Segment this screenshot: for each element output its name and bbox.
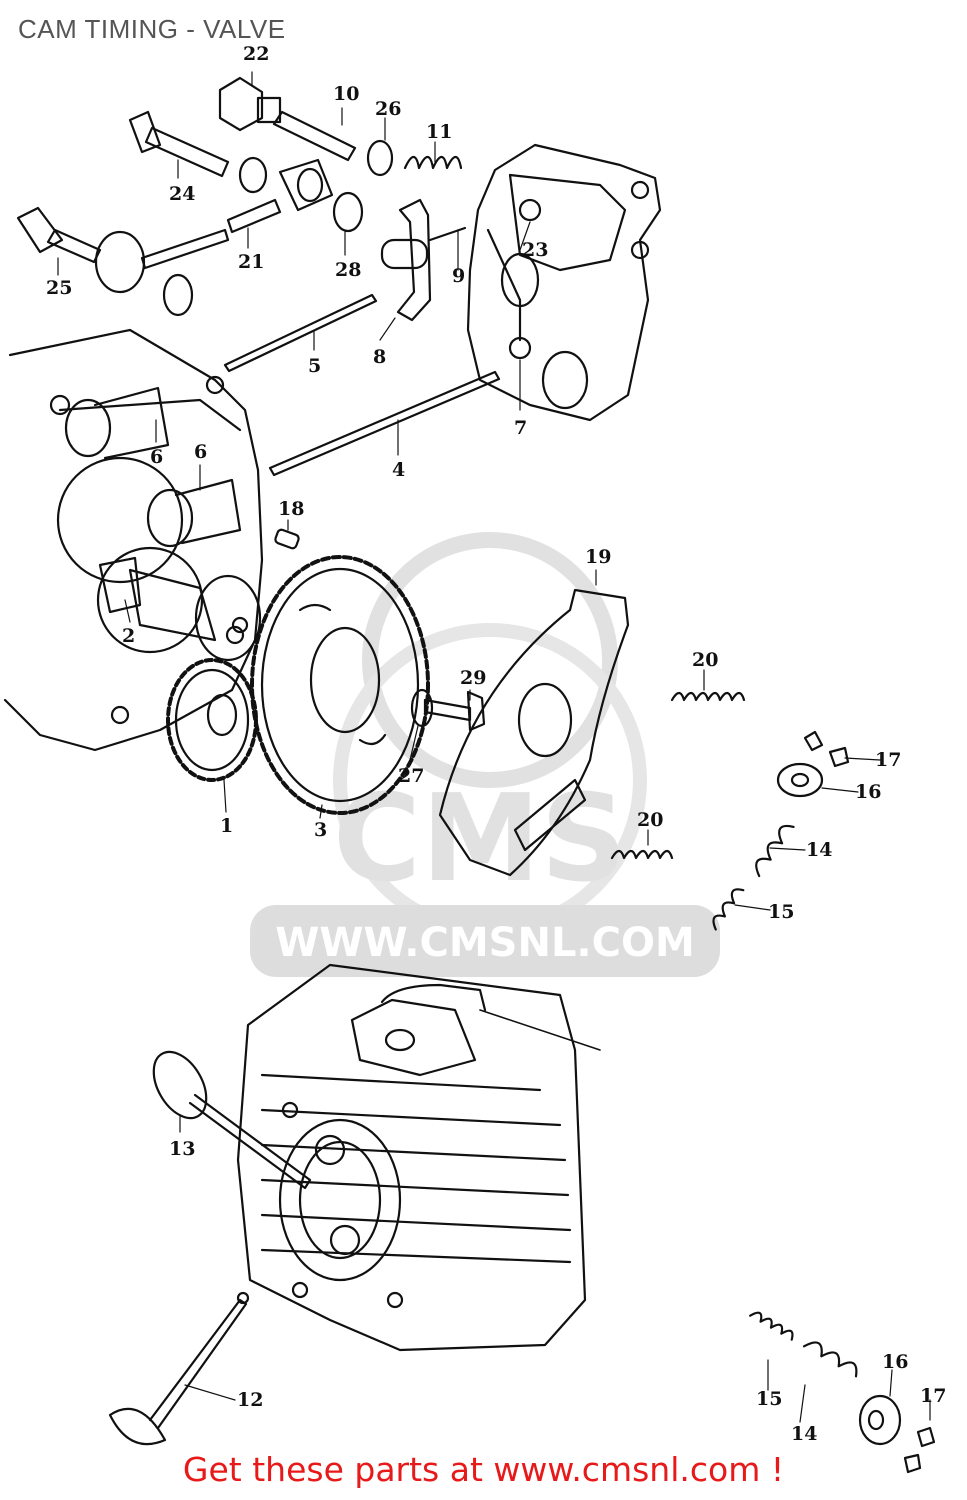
callout-5: 5 — [308, 355, 321, 377]
callout-13: 13 — [169, 1138, 195, 1160]
part-28-washer — [332, 191, 364, 233]
callout-22: 22 — [243, 43, 269, 65]
callout-12: 12 — [237, 1389, 263, 1411]
part-4-pushrod — [268, 370, 501, 477]
part-12-valve — [108, 1291, 250, 1446]
callout-16-lower: 16 — [882, 1351, 908, 1373]
part-17-keeper-lower — [916, 1426, 936, 1448]
part-17-keeper — [803, 730, 824, 752]
part-6-tappet-2 — [146, 478, 242, 548]
part-9-rocker-arm — [380, 198, 467, 322]
callout-10: 10 — [333, 83, 359, 105]
callout-2: 2 — [122, 625, 135, 647]
part-26-washer — [366, 139, 394, 177]
part-15-spring — [712, 888, 745, 931]
part-23-rocker-housing — [466, 143, 662, 422]
callout-11: 11 — [426, 121, 452, 143]
part-24-bolt — [128, 110, 230, 178]
callout-15-lower: 15 — [756, 1388, 782, 1410]
callout-20: 20 — [692, 649, 718, 671]
watermark: CMS WWW.CMSNL.COM — [250, 532, 720, 977]
part-11-spring — [403, 155, 463, 170]
page-title: CAM TIMING - VALVE — [18, 14, 286, 44]
part-16-retainer — [776, 762, 824, 798]
part-25-banjo-bolt — [16, 206, 230, 294]
callout-7: 7 — [514, 417, 527, 439]
part-22-bolt — [218, 76, 282, 132]
callout-25: 25 — [46, 277, 72, 299]
callout-18: 18 — [278, 498, 304, 520]
part-13-valve — [152, 1050, 312, 1190]
callout-8: 8 — [373, 346, 386, 368]
callout-15: 15 — [768, 901, 794, 923]
part-14-spring — [755, 824, 795, 878]
callout-1: 1 — [220, 815, 233, 837]
part-5-pushrod — [223, 293, 378, 373]
callout-17-lower: 17 — [920, 1385, 946, 1407]
part-18-dowel — [274, 528, 300, 550]
watermark-logo-text: CMS — [333, 770, 627, 909]
part-21-fitting — [226, 158, 334, 234]
callout-24: 24 — [169, 183, 195, 205]
footer-cta-link[interactable]: Get these parts at www.cmsnl.com ! — [182, 1450, 785, 1489]
part-20-spring — [670, 691, 746, 702]
leader-lines — [57, 71, 931, 1423]
callout-3: 3 — [314, 819, 327, 841]
part-19-guide-plate — [438, 588, 630, 877]
callout-6: 6 — [150, 446, 163, 468]
callout-9: 9 — [452, 265, 465, 287]
part-2-camshaft — [98, 556, 262, 662]
callout-16: 16 — [855, 781, 881, 803]
part-15-spring-lower — [749, 1311, 794, 1341]
callout-6-second: 6 — [194, 441, 207, 463]
callout-28: 28 — [335, 259, 361, 281]
part-1-timing-gear — [166, 658, 258, 782]
part-6-tappet — [64, 386, 170, 460]
callout-19: 19 — [585, 546, 611, 568]
callout-4: 4 — [392, 459, 405, 481]
callout-26: 26 — [375, 98, 401, 120]
callout-17: 17 — [875, 749, 901, 771]
part-14-spring-lower — [802, 1341, 858, 1378]
part-10-pin — [272, 110, 357, 162]
cylinder-head — [236, 963, 601, 1352]
callout-14-lower: 14 — [791, 1423, 817, 1445]
watermark-url: WWW.CMSNL.COM — [275, 920, 695, 966]
callout-29: 29 — [460, 667, 486, 689]
callout-labels: 22 10 26 11 24 21 28 25 9 23 8 5 7 6 6 4… — [46, 43, 946, 1445]
part-16-retainer-lower — [858, 1394, 902, 1446]
callout-27: 27 — [398, 765, 424, 787]
part-27-washer — [410, 688, 434, 728]
callout-20-second: 20 — [637, 809, 663, 831]
callout-23: 23 — [522, 239, 548, 261]
part-29-bolt — [423, 690, 486, 732]
callout-14: 14 — [806, 839, 832, 861]
crankcase-cover — [3, 328, 264, 752]
callout-21: 21 — [238, 251, 264, 273]
part-20-spring-2 — [610, 849, 674, 860]
part-3-cam-sprocket — [250, 555, 430, 815]
